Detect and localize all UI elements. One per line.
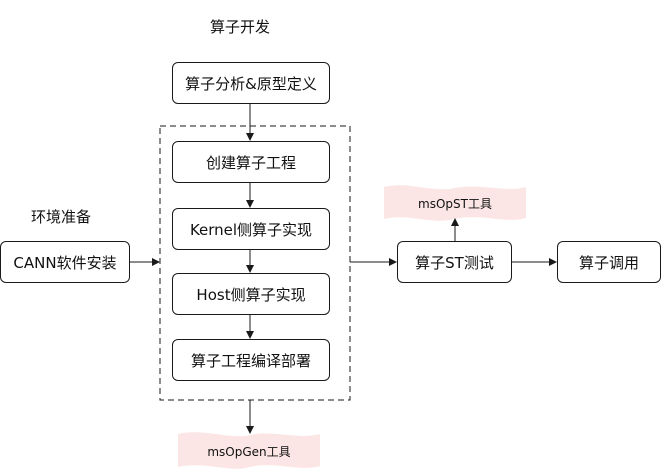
msopgen-tool-label: msOpGen工具: [207, 445, 291, 459]
msopst-tool-banner: [384, 185, 526, 221]
msopgen-tool-banner: [178, 432, 320, 469]
node-kernel-impl: Kernel侧算子实现: [172, 208, 330, 250]
node-analysis: 算子分析&原型定义: [172, 62, 330, 104]
node-cann-install: CANN软件安装: [0, 241, 130, 283]
dev-section-title: 算子开发: [210, 18, 271, 36]
node-st-test: 算子ST测试: [397, 241, 512, 283]
node-invoke: 算子调用: [557, 241, 661, 283]
msopst-tool-label: msOpST工具: [418, 197, 492, 211]
node-create-project: 创建算子工程: [172, 141, 330, 183]
node-host-impl: Host侧算子实现: [172, 273, 330, 315]
node-compile-deploy: 算子工程编译部署: [172, 339, 330, 381]
env-section-title: 环境准备: [31, 208, 92, 226]
dev-steps-group: [159, 125, 351, 401]
